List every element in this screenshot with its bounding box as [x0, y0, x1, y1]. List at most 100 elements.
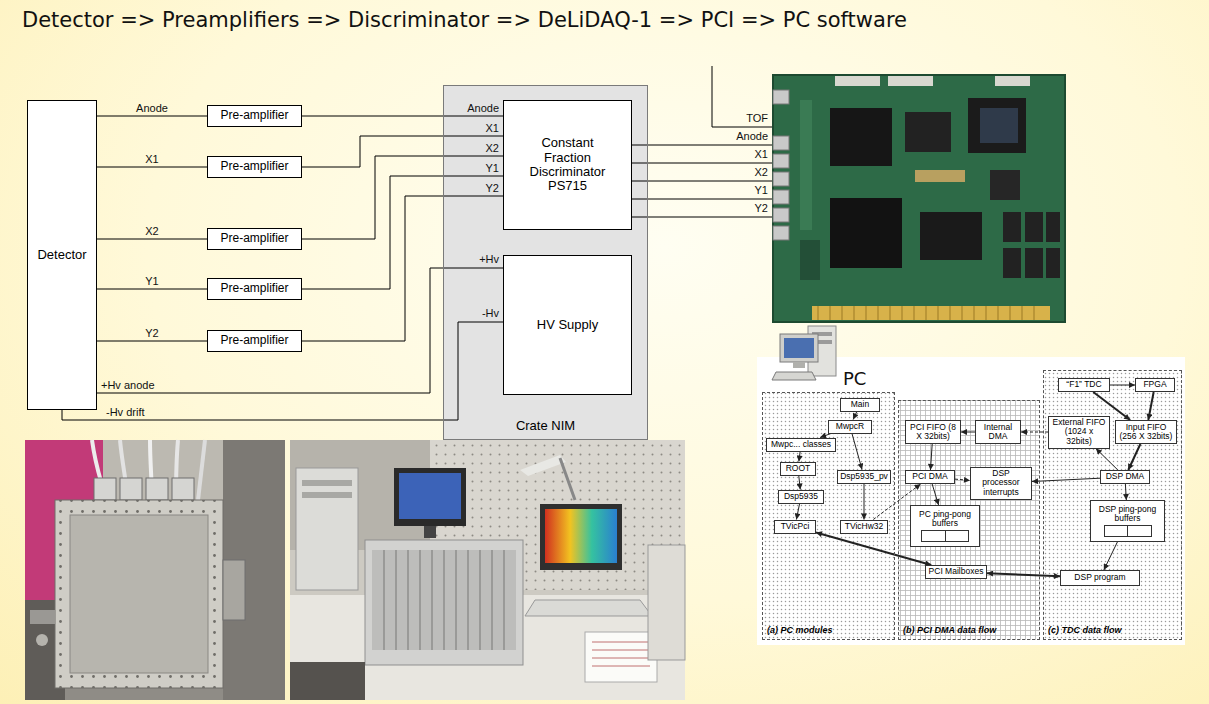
dataflow-region-fill — [1043, 370, 1182, 640]
region-caption: Crate NIM — [516, 419, 575, 433]
fpga-box: FPGA — [1135, 378, 1175, 392]
box-label: External FIFO (1024 x 32bits) — [1051, 418, 1107, 446]
module-region-fill — [762, 392, 895, 640]
box-label: DSP processor interrupts — [973, 469, 1029, 497]
connector — [97, 167, 207, 168]
box-label: Pre-amplifier — [220, 160, 288, 173]
buffer-symbol — [1128, 526, 1151, 536]
connector — [97, 341, 207, 342]
detector-photo — [223, 560, 245, 620]
signal-label: X1 — [755, 148, 768, 161]
pci-card-photo — [915, 170, 965, 182]
box-label: DSP ping-pong buffers — [1093, 505, 1162, 524]
box-label: Dsp5935_pv — [840, 472, 888, 481]
connector — [932, 484, 938, 505]
lab-photo — [290, 440, 685, 700]
connector — [853, 412, 857, 420]
signal-label: Y1 — [755, 184, 768, 197]
pci-card-photo — [830, 198, 902, 268]
pci-card-photo — [800, 100, 812, 230]
pci-card-photo — [1025, 248, 1043, 278]
box-label: TVicPci — [781, 522, 810, 531]
pci-card-photo — [812, 306, 1050, 320]
connector — [1125, 484, 1127, 500]
connector — [1110, 385, 1135, 386]
discriminator-box: Constant Fraction Discriminator PS715 — [503, 100, 632, 230]
buffer-symbol — [946, 531, 969, 541]
module-box: Dsp5935 — [778, 490, 824, 504]
dma-box: Internal DMA — [975, 420, 1021, 444]
program-box: DSP program — [1060, 570, 1140, 586]
lab-photo — [394, 468, 466, 526]
connector — [799, 476, 801, 490]
signal-label: X1 — [486, 122, 499, 135]
buffer-symbol — [1105, 526, 1129, 536]
lab-photo — [384, 550, 504, 650]
signal-label: Anode — [736, 130, 768, 143]
module-box: Main — [840, 398, 880, 412]
pci-card-photo — [920, 212, 982, 260]
buffer-box: DSP ping-pong buffers — [1090, 500, 1165, 542]
signal-label: +Hv — [479, 253, 499, 266]
box-label: Input FIFO (256 X 32bits) — [1118, 423, 1174, 442]
signal-label: Y1 — [486, 162, 499, 175]
box-label: MwpcR — [836, 422, 864, 431]
box-label: Dsp5935 — [784, 492, 818, 501]
connector — [1096, 449, 1118, 471]
box-label: Pre-amplifier — [220, 334, 288, 347]
lab-photo — [424, 526, 436, 538]
lab-photo — [585, 632, 657, 682]
hv-supply-box: HV Supply — [503, 255, 632, 395]
detector-photo — [70, 515, 208, 673]
connector — [302, 176, 503, 289]
connector — [799, 452, 800, 462]
pci-card-photo — [1003, 212, 1021, 242]
box-label: Pre-amplifier — [220, 282, 288, 295]
output-wire — [632, 199, 773, 200]
signal-label: X2 — [486, 142, 499, 155]
pci-card-photo — [773, 172, 789, 186]
pci-card-photo — [773, 154, 789, 168]
signal-label: Y2 — [486, 182, 499, 195]
box-label: HV Supply — [537, 318, 598, 332]
lab-photo — [296, 468, 358, 590]
lab-photo — [372, 550, 516, 650]
pci-card-photo — [818, 306, 1034, 320]
box-label: Pre-amplifier — [220, 232, 288, 245]
detector-photo — [198, 440, 205, 500]
software-panel — [757, 357, 1185, 645]
pci-card-photo — [773, 75, 1065, 322]
detector-photo — [25, 440, 285, 700]
dma-box: DSP DMA — [1100, 470, 1150, 484]
buffer-symbol — [921, 530, 969, 542]
box-label: Detector — [37, 248, 86, 262]
connector — [930, 444, 932, 470]
computer-label: PC — [843, 369, 866, 390]
box-label: Constant Fraction Discriminator PS715 — [522, 136, 613, 193]
pci-card-photo — [1046, 248, 1060, 278]
pci-card-photo — [968, 98, 1026, 153]
output-wire — [632, 66, 773, 217]
lab-photo — [648, 545, 685, 660]
software-panel — [757, 357, 1185, 645]
lab-photo — [365, 540, 523, 665]
signal-label: +Hv anode — [101, 379, 155, 392]
connector — [955, 479, 970, 480]
signal-label: X1 — [145, 153, 158, 166]
signal-label: Y1 — [145, 275, 158, 288]
box-label: TVicHw32 — [845, 522, 884, 531]
box-label: Internal DMA — [978, 423, 1018, 442]
box-label: DSP DMA — [1106, 472, 1145, 481]
nim-crate-fill — [443, 85, 648, 440]
connector — [987, 573, 1060, 576]
buffer-box: PC ping-pong buffers — [910, 505, 980, 547]
fifo-box: Input FIFO (256 X 32bits) — [1115, 420, 1177, 444]
connector — [852, 434, 862, 470]
buffer-symbol — [1104, 525, 1152, 537]
box-label: ROOT — [786, 464, 811, 473]
preamp-box: Pre-amplifier — [207, 156, 302, 178]
lab-photo — [290, 440, 685, 700]
fifo-box: External FIFO (1024 x 32bits) — [1048, 416, 1110, 449]
pci-card-photo — [800, 240, 820, 280]
